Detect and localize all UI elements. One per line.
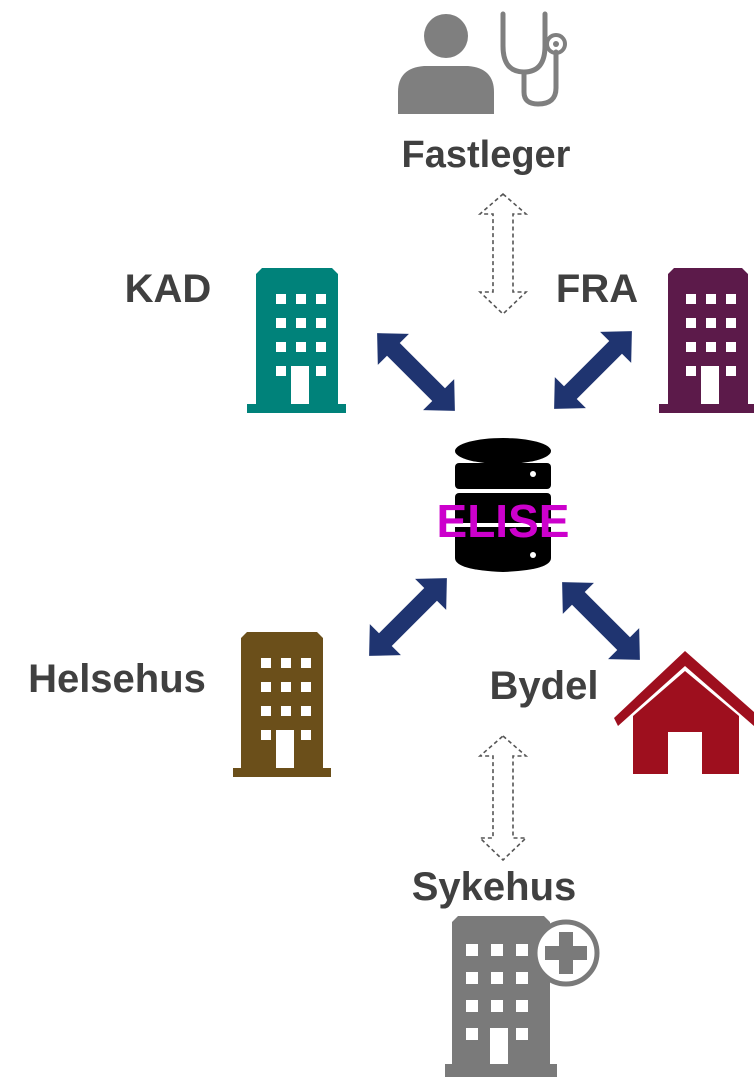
office-building-icon: [659, 268, 754, 413]
fra-elise-arrow: [538, 315, 648, 425]
hospital-building-icon: [445, 916, 600, 1077]
bydel-elise-arrow: [546, 566, 656, 676]
bydel-sykehus-dashed-arrow: [477, 734, 529, 862]
sykehus-label: Sykehus: [412, 865, 577, 909]
fastleger-node: Fastleger: [398, 11, 571, 176]
sykehus-node: Sykehus: [412, 865, 600, 1077]
fastleger-label: Fastleger: [402, 134, 571, 176]
house-icon: [614, 651, 754, 774]
helsehus-elise-arrow: [353, 562, 463, 672]
bydel-node: Bydel: [490, 651, 754, 774]
helsehus-label: Helsehus: [28, 657, 206, 701]
database-icon: [455, 438, 551, 572]
fra-node: FRA: [556, 267, 754, 413]
elise-node: ELISE: [437, 438, 570, 572]
doctor-stethoscope-icon: [398, 11, 567, 114]
fastleger-elise-dashed-arrow: [477, 192, 529, 316]
fra-label: FRA: [556, 267, 638, 311]
kad-label: KAD: [125, 267, 212, 311]
office-building-icon: [247, 268, 346, 413]
helsehus-node: Helsehus: [28, 632, 331, 777]
office-building-icon: [233, 632, 331, 777]
bydel-label: Bydel: [490, 664, 599, 708]
kad-node: KAD: [125, 267, 346, 413]
elise-label: ELISE: [437, 495, 570, 547]
kad-elise-arrow: [361, 317, 471, 427]
